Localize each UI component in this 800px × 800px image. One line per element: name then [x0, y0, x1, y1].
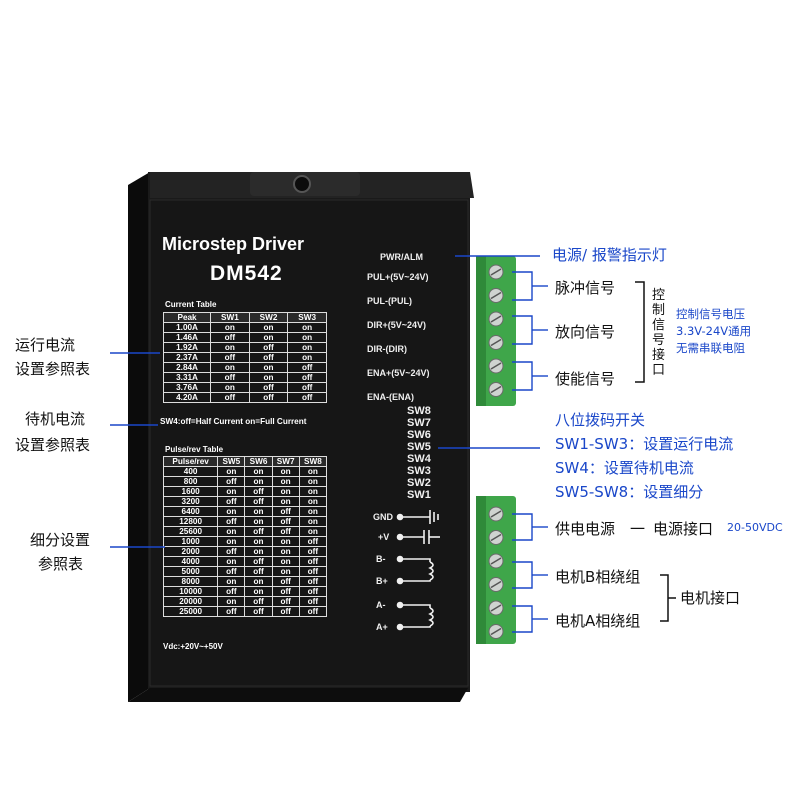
vdc-label: Vdc:+20V~+50V	[163, 642, 223, 651]
control-voltage-line1: 控制信号电压	[676, 307, 745, 321]
switch-label-sw2: SW2	[407, 477, 431, 489]
label-a-plus: A+	[376, 622, 388, 632]
enable-signal-annotation: 使能信号	[555, 370, 616, 388]
screw-slot	[490, 291, 502, 300]
left-annotation-subdiv-2: 参照表	[38, 555, 84, 573]
switch-label-sw5: SW5	[407, 441, 431, 453]
voltage-range: 20-50VDC	[727, 521, 783, 534]
screw-slot	[490, 385, 502, 394]
control-interface-annotation: 控制信号接口	[652, 288, 666, 378]
label-gnd: GND	[373, 512, 393, 522]
switch-label-sw8: SW8	[407, 405, 431, 417]
screw-slot	[490, 338, 502, 347]
motor-port-annotation: 电机接口	[680, 589, 741, 607]
label-plus-v: +V	[378, 532, 390, 542]
label-pul-plus: PUL+(5V~24V)	[367, 272, 429, 282]
switch-label-sw6: SW6	[407, 429, 431, 441]
dip-sw1-sw3-note: SW1-SW3：设置运行电流	[555, 435, 734, 453]
table-cell: 4.20A	[162, 392, 212, 403]
screw-slot	[490, 627, 502, 636]
table-cell: off	[287, 392, 327, 403]
left-annotation-run-current-2: 设置参照表	[15, 360, 91, 378]
label-a-minus: A-	[376, 600, 386, 610]
supply-annotation: 供电电源	[555, 520, 616, 538]
label-dir-plus: DIR+(5V~24V)	[367, 320, 427, 330]
screw-slot	[490, 580, 502, 589]
screw-slot	[490, 315, 502, 323]
table-cell: off	[298, 606, 328, 617]
motor-b-annotation: 电机B相绕组	[555, 568, 641, 586]
supply-dash: 一	[630, 520, 646, 538]
switch-label-sw4: SW4	[407, 453, 431, 465]
driver-model: DM542	[210, 262, 283, 285]
pulse-signal-annotation: 脉冲信号	[555, 279, 616, 297]
power-alarm-annotation: 电源/ 报警指示灯	[552, 246, 667, 264]
dir-signal-annotation: 放向信号	[555, 323, 616, 341]
dip-sw4-note: SW4：设置待机电流	[555, 459, 694, 477]
left-annotation-run-current-1: 运行电流	[15, 336, 76, 354]
screw-slot	[490, 362, 502, 370]
control-voltage-line2: 3.3V-24V通用	[676, 324, 752, 338]
motor-a-annotation: 电机A相绕组	[555, 612, 641, 630]
label-pwr-alm: PWR/ALM	[380, 252, 423, 262]
switch-label-sw1: SW1	[407, 489, 431, 501]
label-ena-minus: ENA-(ENA)	[367, 392, 414, 402]
pulse-table-caption: Pulse/rev Table	[165, 445, 224, 454]
label-b-minus: B-	[376, 554, 386, 564]
control-voltage-line3: 无需串联电阻	[676, 341, 745, 355]
dip-switch-title: 八位拨码开关	[555, 411, 646, 429]
label-b-plus: B+	[376, 576, 388, 586]
left-annotation-standby-1: 待机电流	[25, 410, 86, 428]
label-pul-minus: PUL-(PUL)	[367, 296, 412, 306]
sw4-note: SW4:off=Half Current on=Full Current	[160, 417, 307, 426]
screw-slot	[490, 533, 502, 542]
switch-label-sw3: SW3	[407, 465, 431, 477]
current-table-caption: Current Table	[165, 300, 217, 309]
left-annotation-subdiv-1: 细分设置	[30, 531, 91, 549]
power-port-annotation: 电源接口	[653, 520, 714, 538]
left-annotation-standby-2: 设置参照表	[15, 436, 91, 454]
screw-slot	[490, 268, 502, 276]
label-dir-minus: DIR-(DIR)	[367, 344, 407, 354]
screw-slot	[490, 604, 502, 612]
screw-slot	[490, 510, 502, 518]
switch-label-sw7: SW7	[407, 417, 431, 429]
label-ena-plus: ENA+(5V~24V)	[367, 368, 430, 378]
driver-title: Microstep Driver	[162, 234, 305, 254]
screw-slot	[490, 557, 502, 565]
dip-sw5-sw8-note: SW5-SW8：设置细分	[555, 483, 704, 501]
